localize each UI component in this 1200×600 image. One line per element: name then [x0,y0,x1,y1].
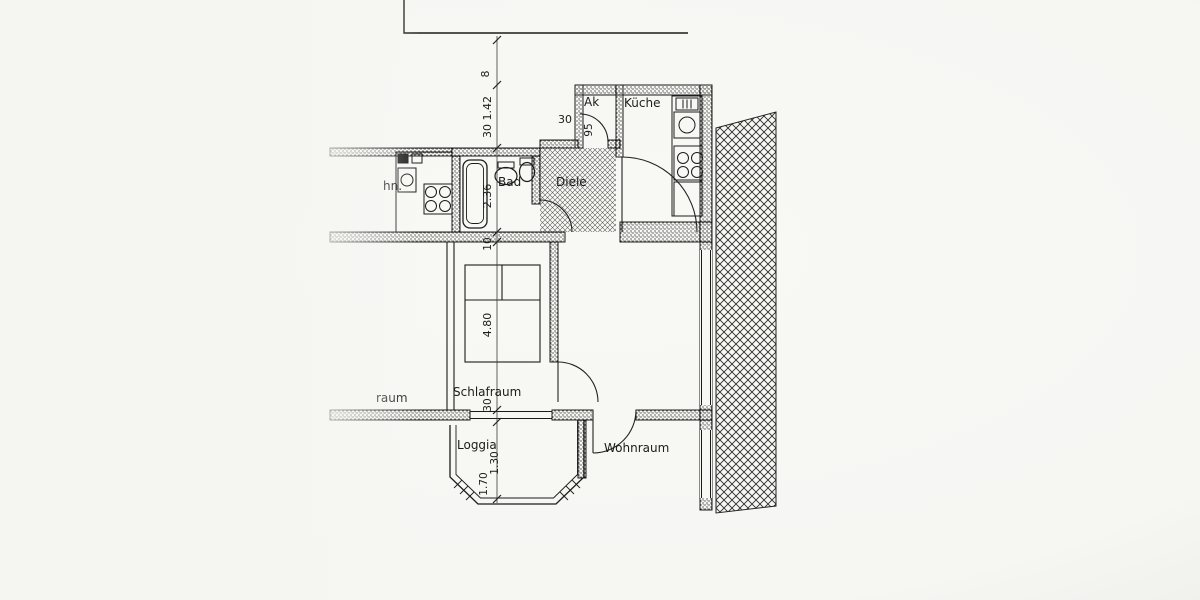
dim-ak-width: 30 [558,113,572,126]
room-label-loggia: Loggia [457,438,497,452]
room-label-ak: Ak [584,95,599,109]
window-lines [446,242,712,498]
sink-icon [494,161,518,186]
dim-loggia-depth: 1.30 [489,451,501,474]
dim-wall-thickness: 10 [482,237,494,250]
room-label-bad: Bad [498,175,521,189]
room-label-schlafraum: Schlafraum [453,385,521,399]
dim-schlafraum-depth: 4.80 [481,313,494,338]
party-wall-hatch [715,111,777,514]
loggia-balustrade [449,420,585,505]
door-arcs [539,113,698,454]
chamfer-hatch-right [559,479,581,501]
bed-icon [464,264,541,363]
room-label-diele: Diele [556,175,587,189]
room-label-wohnraum: Wohnraum [604,441,669,455]
kitchen-counter-icon [671,95,703,217]
dim-wall-below-schlafraum: 30 [482,398,494,411]
room-label-kueche: Küche [624,96,660,110]
sheet-frame [403,0,688,34]
neighbour-kitchen-icon [395,151,453,233]
diele-hatch-floor [540,148,616,232]
toilet-icon [518,157,536,183]
dim-kueche-depth: 30 1.42 [481,96,494,138]
dim-loggia-width: 1.70 [478,472,490,495]
bathtub-icon [462,159,488,229]
dimension-chain [492,35,502,504]
chamfer-hatch-left [453,479,475,501]
room-label-cutoff-bottom: raum [376,391,408,405]
room-label-cutoff-top: hn. [383,179,402,193]
dim-ak-depth: 95 [583,123,595,136]
dim-bad-depth: 2.36 [481,184,494,209]
dim-frame-top: 8 [479,71,492,78]
